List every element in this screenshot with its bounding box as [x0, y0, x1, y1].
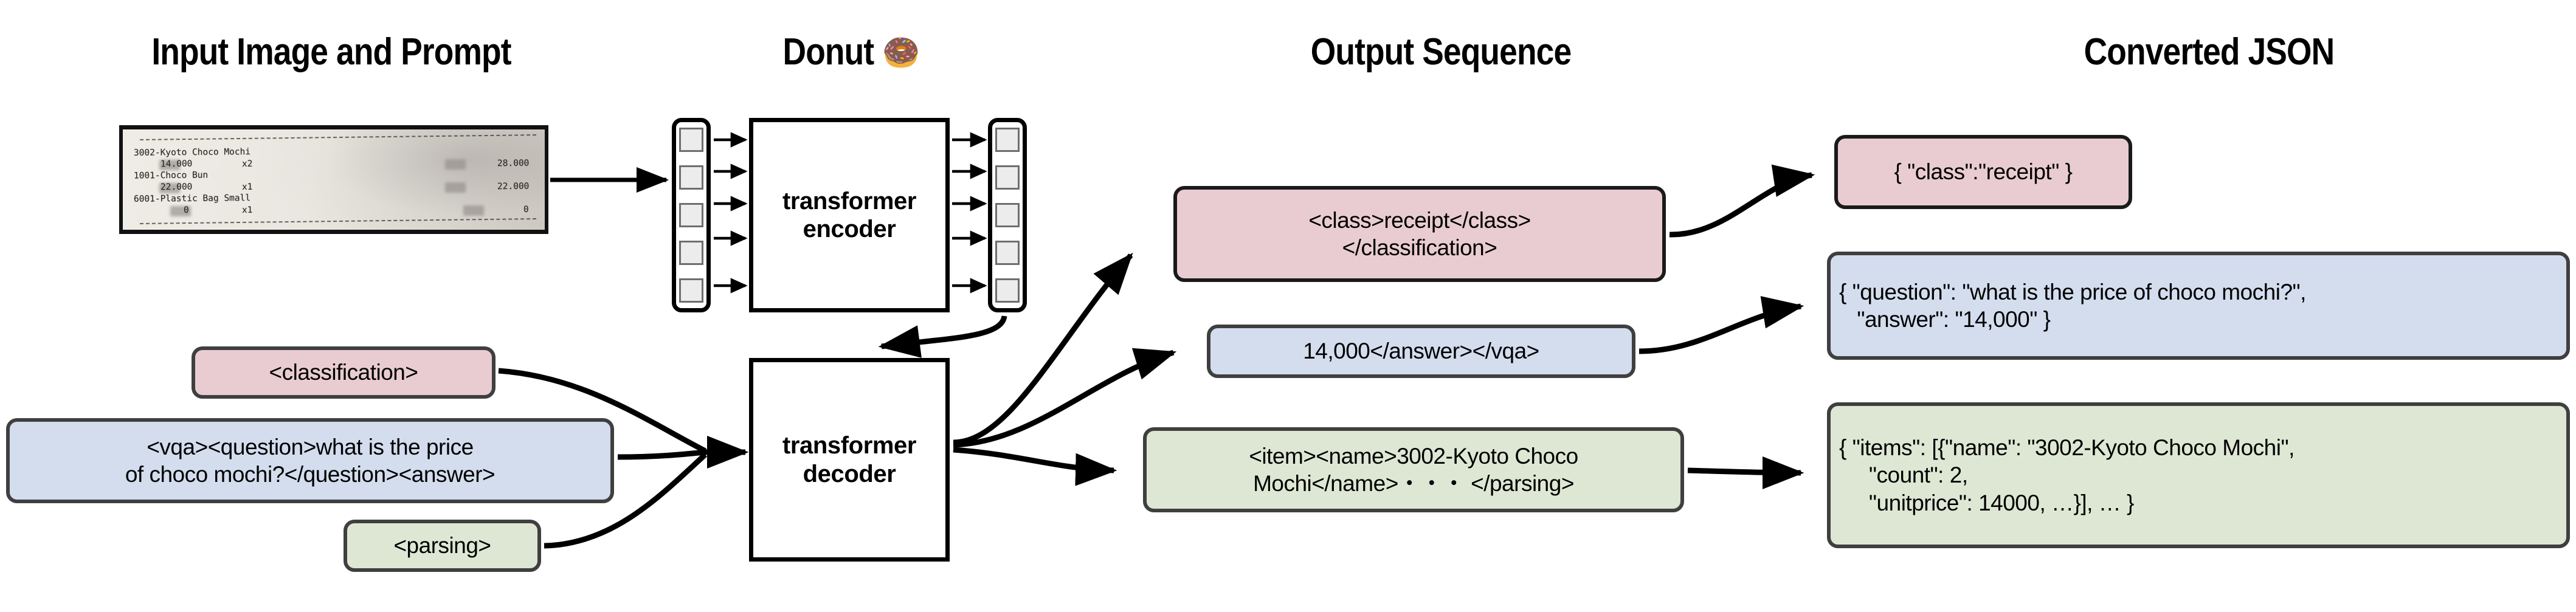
receipt-divider-top: [139, 134, 537, 140]
json-text: { "items": [{"name": "3002-Kyoto Choco M…: [1839, 435, 2295, 515]
json-text: { "question": "what is the price of choc…: [1839, 279, 2306, 332]
column-heading-output: Output Sequence: [1310, 31, 1572, 73]
encoder-input-token-column: [672, 118, 711, 312]
prompt-box-vqa: <vqa><question>what is the price of choc…: [6, 418, 614, 503]
arrow-vqa-prompt-to-decoder: [617, 449, 706, 460]
token-cell: [679, 241, 703, 265]
token-cell: [995, 203, 1020, 227]
arrow-output-to-json-parsing: [1687, 456, 1804, 489]
token-cell: [679, 165, 703, 190]
encoder-output-token-column: [988, 118, 1027, 312]
arrow-decoder-to-output-vqa: [953, 348, 1177, 448]
receipt-item-price: 14.000: [160, 159, 193, 170]
column-heading-donut: Donut 🍩: [689, 33, 1013, 71]
converted-json-vqa: { "question": "what is the price of choc…: [1827, 252, 2570, 360]
receipt-redaction: [445, 182, 466, 193]
token-cell: [995, 241, 1020, 265]
arrow-encoder-memory-to-decoder: [878, 315, 1007, 358]
receipt-redaction: [170, 206, 191, 216]
receipt-item-price: 0: [183, 205, 189, 216]
receipt-redaction: [445, 159, 466, 170]
receipt-paper: 3002-Kyoto Choco Mochi 14.000 x2 28.000 …: [123, 129, 545, 230]
token-cell: [679, 128, 703, 152]
receipt-item-qty: x1: [241, 205, 253, 216]
output-sequence-parsing: <item><name>3002-Kyoto Choco Mochi</name…: [1143, 427, 1684, 512]
input-receipt-image: 3002-Kyoto Choco Mochi 14.000 x2 28.000 …: [119, 125, 548, 234]
transformer-encoder-block: transformer encoder: [749, 118, 950, 312]
arrow-output-to-json-vqa: [1638, 296, 1804, 354]
arrow-output-to-json-classification: [1669, 164, 1815, 238]
receipt-item-total: 28.000: [497, 158, 530, 169]
receipt-redaction: [463, 205, 484, 216]
receipt-item-name: 1001-Choco Bun: [133, 170, 209, 181]
token-cell: [679, 278, 703, 303]
donut-heading-text: Donut: [782, 31, 875, 73]
json-text: { "class":"receipt" }: [1894, 159, 2073, 185]
receipt-redaction: [159, 183, 180, 193]
arrow-decoder-to-output-classification: [953, 252, 1133, 445]
receipt-item-qty: x2: [241, 159, 253, 170]
column-heading-input: Input Image and Prompt: [151, 31, 511, 73]
converted-json-classification: { "class":"receipt" }: [1834, 135, 2132, 209]
output-sequence-classification: <class>receipt</class> </classification>: [1173, 186, 1666, 282]
arrow-decoder-to-output-parsing: [953, 447, 1117, 486]
prompt-box-classification: <classification>: [192, 346, 496, 399]
token-cell: [679, 203, 703, 227]
prompt-box-parsing: <parsing>: [344, 520, 541, 572]
receipt-item-total: 0: [523, 204, 530, 215]
receipt-item-qty: x1: [241, 182, 253, 193]
receipt-divider-bottom: [139, 218, 537, 224]
transformer-decoder-block: transformer decoder: [749, 358, 950, 562]
donut-emoji-icon: 🍩: [882, 33, 920, 72]
receipt-item-total: 22.000: [497, 181, 530, 192]
token-cell: [995, 278, 1020, 303]
column-heading-json: Converted JSON: [2084, 31, 2335, 73]
converted-json-parsing: { "items": [{"name": "3002-Kyoto Choco M…: [1827, 402, 2570, 548]
receipt-item-name: 3002-Kyoto Choco Mochi: [133, 147, 251, 158]
token-cell: [995, 128, 1020, 152]
receipt-item-price: 22.000: [160, 182, 193, 193]
token-cell: [995, 165, 1020, 190]
receipt-item-name: 6001-Plastic Bag Small: [133, 193, 251, 204]
output-sequence-vqa: 14,000</answer></vqa>: [1207, 325, 1635, 378]
receipt-redaction: [159, 160, 180, 170]
